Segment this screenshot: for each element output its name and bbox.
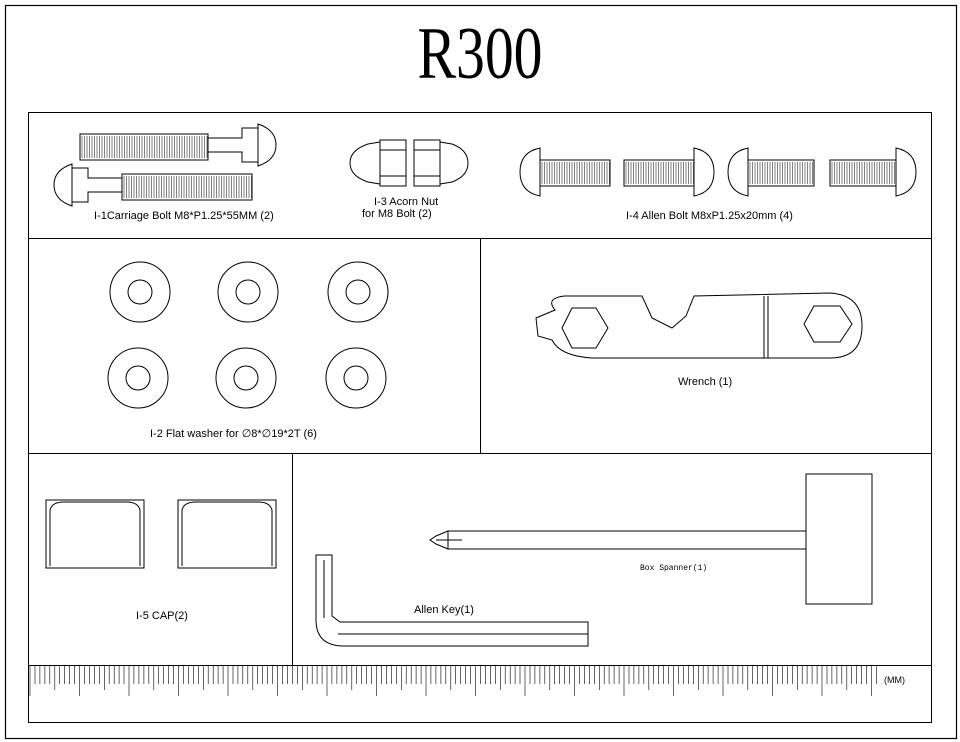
acorn-nut-sublabel: for M8 Bolt (2) <box>362 208 432 220</box>
ruler-unit-label: (MM) <box>884 675 905 685</box>
parts-table <box>28 112 932 723</box>
allen-bolt-drawing <box>519 147 917 197</box>
cap-label: I-5 CAP(2) <box>136 610 188 622</box>
cap-drawing <box>45 499 277 569</box>
ruler <box>29 666 877 696</box>
page-title: R300 <box>417 13 543 95</box>
carriage-bolt-drawing <box>53 123 895 207</box>
wrench-label: Wrench (1) <box>678 376 733 388</box>
flat-washer-label: I-2 Flat washer for ∅8*∅19*2T (6) <box>150 428 317 440</box>
box-spanner-drawing <box>429 473 873 605</box>
acorn-nut-label: I-3 Acorn Nut <box>374 196 439 208</box>
wrench-drawing <box>535 292 863 359</box>
allen-key-drawing <box>315 554 589 647</box>
box-spanner-label: Box Spanner(1) <box>640 564 708 573</box>
carriage-bolt-label: I-1Carriage Bolt M8*P1.25*55MM (2) <box>94 210 274 222</box>
acorn-nut-drawing <box>349 139 469 187</box>
outer-border <box>4 4 958 740</box>
flat-washer-drawing <box>107 261 389 409</box>
allen-key-label: Allen Key(1) <box>414 604 474 616</box>
allen-bolt-label: I-4 Allen Bolt M8xP1.25x20mm (4) <box>626 210 793 222</box>
